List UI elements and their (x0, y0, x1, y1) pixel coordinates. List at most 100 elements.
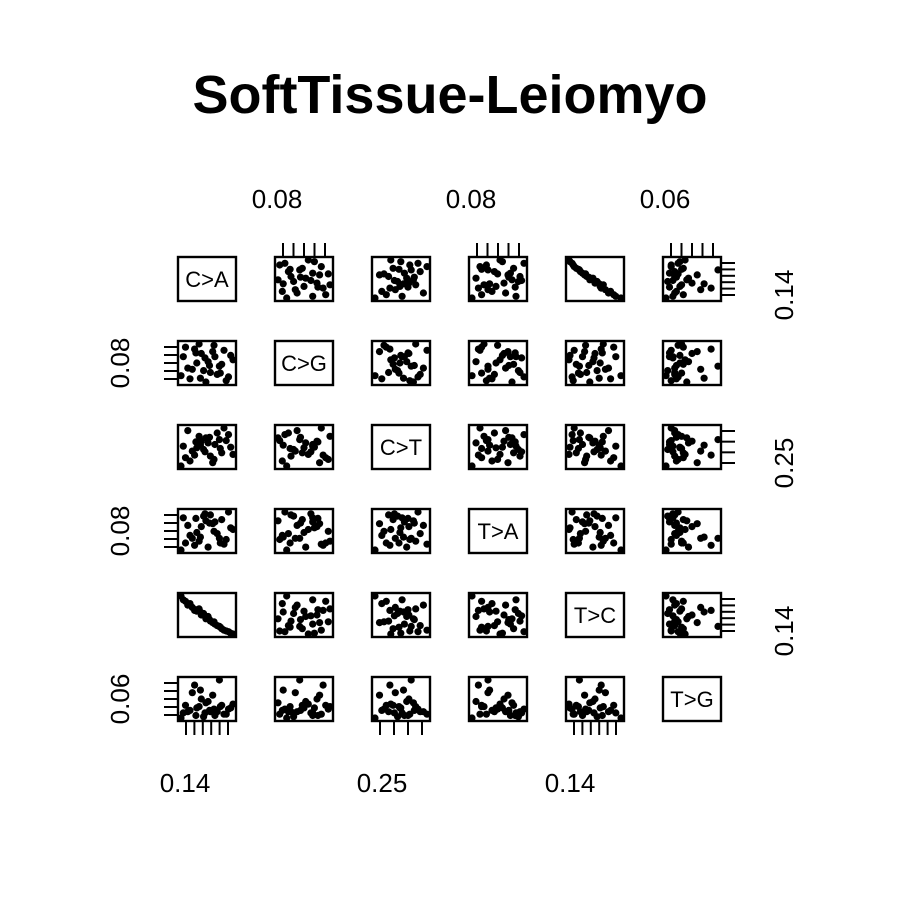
data-point (492, 607, 500, 615)
diagonal-label-t-to-c: T>C (574, 603, 616, 628)
data-point (505, 273, 513, 281)
data-point (693, 348, 701, 356)
data-point (478, 597, 486, 605)
data-point (404, 514, 412, 523)
data-point (316, 691, 324, 699)
data-point (222, 535, 230, 544)
data-point (371, 592, 379, 600)
data-point (314, 283, 322, 291)
data-point (678, 281, 686, 289)
data-point (296, 433, 305, 441)
data-point (210, 341, 218, 349)
data-point (667, 377, 675, 385)
data-point (474, 681, 482, 689)
data-point (482, 627, 490, 635)
panel-frame (370, 507, 432, 555)
data-point (309, 292, 317, 300)
data-point (671, 601, 679, 609)
data-point (674, 341, 682, 349)
data-point (419, 708, 427, 716)
data-point (490, 429, 498, 437)
data-point (279, 533, 287, 541)
data-point (216, 703, 224, 711)
data-point (520, 373, 528, 381)
data-point (398, 596, 406, 604)
data-point (191, 451, 199, 459)
data-point (410, 706, 418, 715)
data-point (504, 691, 512, 699)
data-point (665, 438, 674, 446)
data-point (617, 462, 625, 470)
data-point (181, 343, 190, 351)
data-point (186, 375, 194, 383)
data-point (324, 618, 332, 626)
data-point (192, 606, 200, 614)
data-point (309, 596, 317, 604)
data-point (678, 369, 686, 377)
data-point (385, 511, 393, 519)
data-point (284, 530, 292, 538)
panel-frame (176, 255, 238, 303)
data-point (582, 527, 590, 535)
data-point (617, 714, 625, 722)
data-point (395, 369, 403, 377)
data-point (224, 508, 233, 516)
data-point (484, 676, 492, 684)
data-point (472, 697, 480, 706)
panel-frame (661, 423, 723, 471)
data-point (610, 539, 618, 547)
data-point (575, 676, 584, 684)
data-point (486, 280, 494, 288)
data-point (215, 436, 223, 444)
data-point (498, 629, 506, 637)
data-point (509, 701, 518, 709)
data-point (201, 354, 209, 362)
data-point (585, 706, 593, 715)
data-point (707, 345, 715, 353)
data-point (586, 378, 594, 386)
data-point (679, 516, 687, 524)
data-point (205, 433, 214, 441)
data-point (612, 514, 620, 522)
left-tick-label: 0.08 (105, 506, 135, 557)
data-point (419, 289, 427, 297)
diagonal-label-c-to-t: C>T (380, 435, 422, 460)
data-point (205, 519, 214, 527)
data-point (678, 265, 686, 273)
data-point (512, 596, 520, 604)
data-point (590, 276, 598, 285)
data-point (186, 531, 194, 540)
data-point (380, 341, 388, 349)
data-point (296, 534, 304, 542)
data-point (511, 349, 519, 357)
left-tick-label: 0.08 (105, 338, 135, 389)
data-point (298, 625, 306, 633)
panel-frame (370, 339, 432, 387)
data-point (518, 709, 526, 717)
data-point (607, 375, 615, 383)
data-point (492, 282, 500, 290)
data-point (326, 537, 334, 545)
data-point (672, 519, 681, 527)
data-point (211, 440, 219, 449)
data-point (380, 618, 388, 626)
data-point (215, 676, 223, 684)
data-point (406, 377, 414, 385)
data-point (213, 429, 221, 437)
data-point (505, 616, 513, 624)
data-point (667, 627, 675, 635)
data-point (511, 438, 519, 446)
data-point (181, 701, 190, 709)
data-point (283, 592, 291, 600)
data-point (276, 627, 284, 635)
data-point (302, 439, 310, 447)
data-point (314, 438, 322, 446)
data-point (188, 689, 196, 697)
data-point (403, 543, 411, 551)
data-point (177, 462, 185, 470)
data-point (595, 533, 603, 541)
data-point (390, 510, 398, 518)
panel-frame (370, 423, 432, 471)
data-point (598, 711, 606, 720)
data-point (371, 714, 379, 722)
